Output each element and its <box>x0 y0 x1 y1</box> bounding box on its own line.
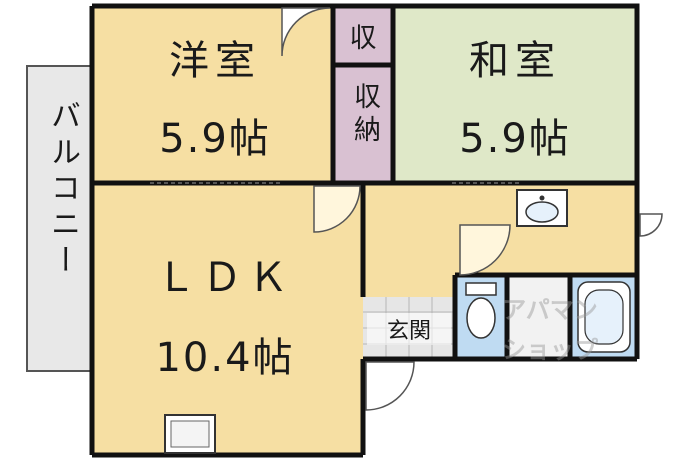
walls <box>89 3 640 458</box>
watermark-logo: アパマンショップ <box>502 296 598 364</box>
doors <box>281 7 663 411</box>
bathtub-icon <box>577 281 631 353</box>
storage-small <box>333 6 393 65</box>
japanese-room <box>393 6 637 183</box>
storage-label-top: 収 <box>349 23 377 54</box>
ldk-room-name: ＬＤＫ <box>156 255 294 301</box>
hallway-lower <box>363 275 455 297</box>
western-room <box>92 6 333 183</box>
kitchen-sink-icon <box>164 414 216 454</box>
washbasin-icon <box>516 189 568 227</box>
entrance-label: 玄関 <box>367 313 451 345</box>
ldk-room-size: 10.4帖 <box>155 335 295 381</box>
toilet-icon <box>465 282 497 339</box>
balcony-label: バルコニー <box>45 100 80 280</box>
wash-floor <box>507 275 570 359</box>
western-room-size: 5.9帖 <box>159 116 271 162</box>
storage-label: 収納 <box>349 82 380 148</box>
western-room-name: 洋室 <box>169 38 261 84</box>
storage-closet <box>333 65 393 183</box>
balcony <box>26 65 92 372</box>
japanese-room-name: 和室 <box>469 38 561 84</box>
japanese-room-size: 5.9帖 <box>459 116 571 162</box>
